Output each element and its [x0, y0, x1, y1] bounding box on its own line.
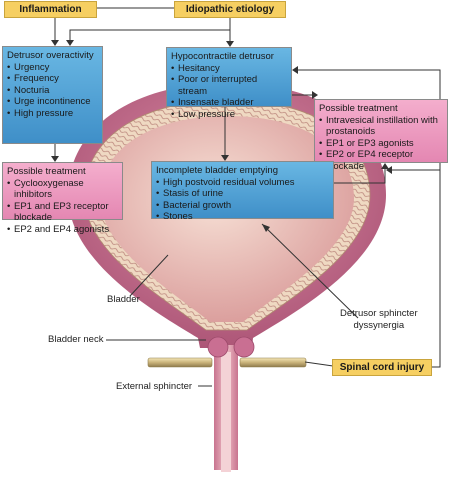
incomplete-emptying-box: Incomplete bladder emptying High postvoi…	[151, 161, 334, 223]
hypocontractile-detrusor-box: Hypocontractile detrusor Hesitancy Poor …	[166, 47, 292, 120]
consequence-item: Bacterial growth	[156, 200, 329, 212]
symptom-item: Poor or interrupted stream	[171, 74, 287, 97]
bladder-label: Bladder	[107, 294, 140, 305]
hypocontractile-title: Hypocontractile detrusor	[171, 51, 274, 62]
symptom-item: Urgency	[7, 62, 98, 74]
treatment-left-box: Possible treatment Cyclooxygenase inhibi…	[2, 162, 123, 235]
idiopathic-etiology-box: Idiopathic etiology	[174, 1, 286, 18]
treatment-item: Cyclooxygenase inhibitors	[7, 178, 118, 201]
treatment-left-title: Possible treatment	[7, 166, 86, 177]
treatment-item: Intravesical instillation with prostanoi…	[319, 115, 443, 138]
dyssynergia-label-line2: dyssynergia	[353, 319, 405, 331]
symptom-item: Insensate bladder	[171, 97, 287, 109]
inflammation-cause-box: Inflammation	[4, 1, 97, 18]
consequence-item: High postvoid residual volumes	[156, 177, 329, 189]
treatment-item: EP1 and EP3 receptor blockade	[7, 201, 118, 224]
detrusor-overactivity-box: Detrusor overactivity Urgency Frequency …	[2, 46, 103, 144]
bladder-neck-label: Bladder neck	[48, 334, 104, 345]
consequence-item: Stones	[156, 211, 329, 223]
spinal-cord-injury-box: Spinal cord injury	[332, 359, 432, 376]
symptom-item: Hesitancy	[171, 63, 287, 75]
external-sphincter-left	[147, 357, 213, 368]
bladder-neck-left	[207, 336, 229, 358]
detrusor-overactivity-title: Detrusor overactivity	[7, 50, 94, 61]
external-sphincter-label: External sphincter	[116, 381, 193, 392]
symptom-item: High pressure	[7, 108, 98, 120]
incomplete-emptying-title: Incomplete bladder emptying	[156, 165, 278, 176]
dyssynergia-label-line1: Detrusor sphincter	[340, 308, 418, 319]
treatment-item: EP2 or EP4 receptor blockade	[319, 149, 443, 172]
treatment-item: EP2 and EP4 agonists	[7, 224, 118, 236]
symptom-item: Frequency	[7, 73, 98, 85]
external-sphincter-right	[239, 357, 307, 368]
symptom-item: Urge incontinence	[7, 96, 98, 108]
consequence-item: Stasis of urine	[156, 188, 329, 200]
bladder-neck-right	[233, 336, 255, 358]
treatment-right-title: Possible treatment	[319, 103, 398, 114]
symptom-item: Low pressure	[171, 109, 287, 121]
dyssynergia-label: Detrusor sphincter dyssynergia	[340, 308, 418, 331]
treatment-right-box: Possible treatment Intravesical instilla…	[314, 99, 448, 172]
symptom-item: Nocturia	[7, 85, 98, 97]
treatment-item: EP1 or EP3 agonists	[319, 138, 443, 150]
